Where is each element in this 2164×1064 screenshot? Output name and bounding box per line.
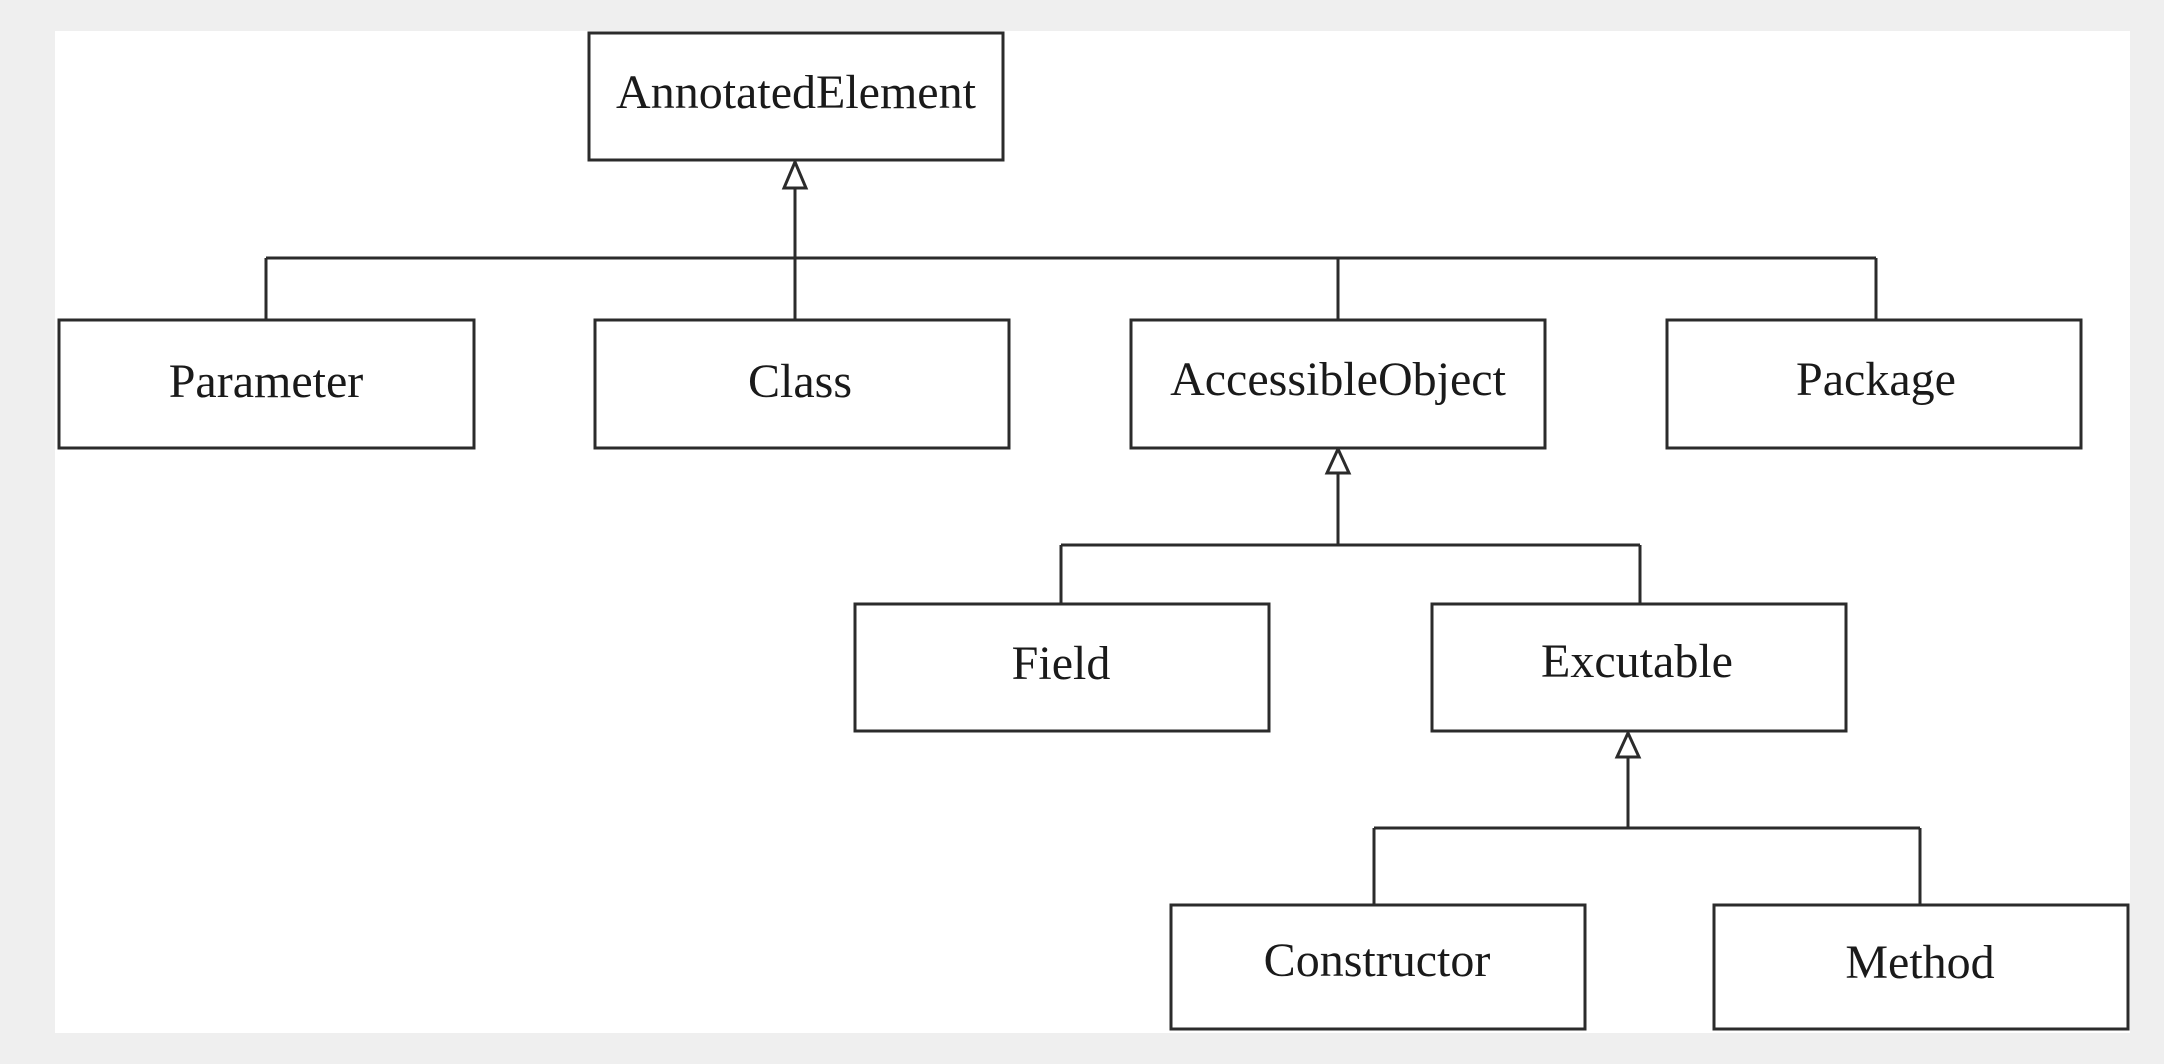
node-box xyxy=(853,602,1271,733)
node-accessible-object: AccessibleObject xyxy=(1129,318,1547,450)
arrowhead-excutable xyxy=(1614,729,1642,759)
node-field: Field xyxy=(853,602,1271,733)
node-box xyxy=(1665,318,2083,450)
diagram-canvas xyxy=(55,31,2130,1033)
node-box xyxy=(593,318,1011,450)
node-label: AnnotatedElement xyxy=(616,66,977,119)
node-label: Method xyxy=(1845,936,1994,989)
node-label: AccessibleObject xyxy=(1170,353,1507,406)
node-box xyxy=(1129,318,1547,450)
node-box xyxy=(587,31,1005,162)
node-box xyxy=(1430,602,1848,733)
node-box xyxy=(1712,903,2130,1031)
arrowhead-annotated-element xyxy=(781,158,809,190)
node-label: Class xyxy=(748,355,852,408)
node-excutable: Excutable xyxy=(1430,602,1848,733)
node-class: Class xyxy=(593,318,1011,450)
node-label: Parameter xyxy=(169,355,364,408)
node-label: Constructor xyxy=(1264,934,1491,987)
arrowhead-accessible-object xyxy=(1324,445,1352,475)
node-label: Excutable xyxy=(1541,635,1733,688)
node-label: Field xyxy=(1012,637,1111,690)
node-package: Package xyxy=(1665,318,2083,450)
class-boxes: AnnotatedElement Parameter Class Accessi… xyxy=(57,31,2130,1031)
node-box xyxy=(1169,903,1587,1031)
node-parameter: Parameter xyxy=(57,318,476,450)
inheritance-connectors xyxy=(264,188,1922,905)
node-constructor: Constructor xyxy=(1169,903,1587,1031)
node-method: Method xyxy=(1712,903,2130,1031)
inheritance-arrowheads xyxy=(781,158,1642,759)
node-label: Package xyxy=(1796,353,1956,406)
node-annotated-element: AnnotatedElement xyxy=(587,31,1005,162)
node-box xyxy=(57,318,476,450)
